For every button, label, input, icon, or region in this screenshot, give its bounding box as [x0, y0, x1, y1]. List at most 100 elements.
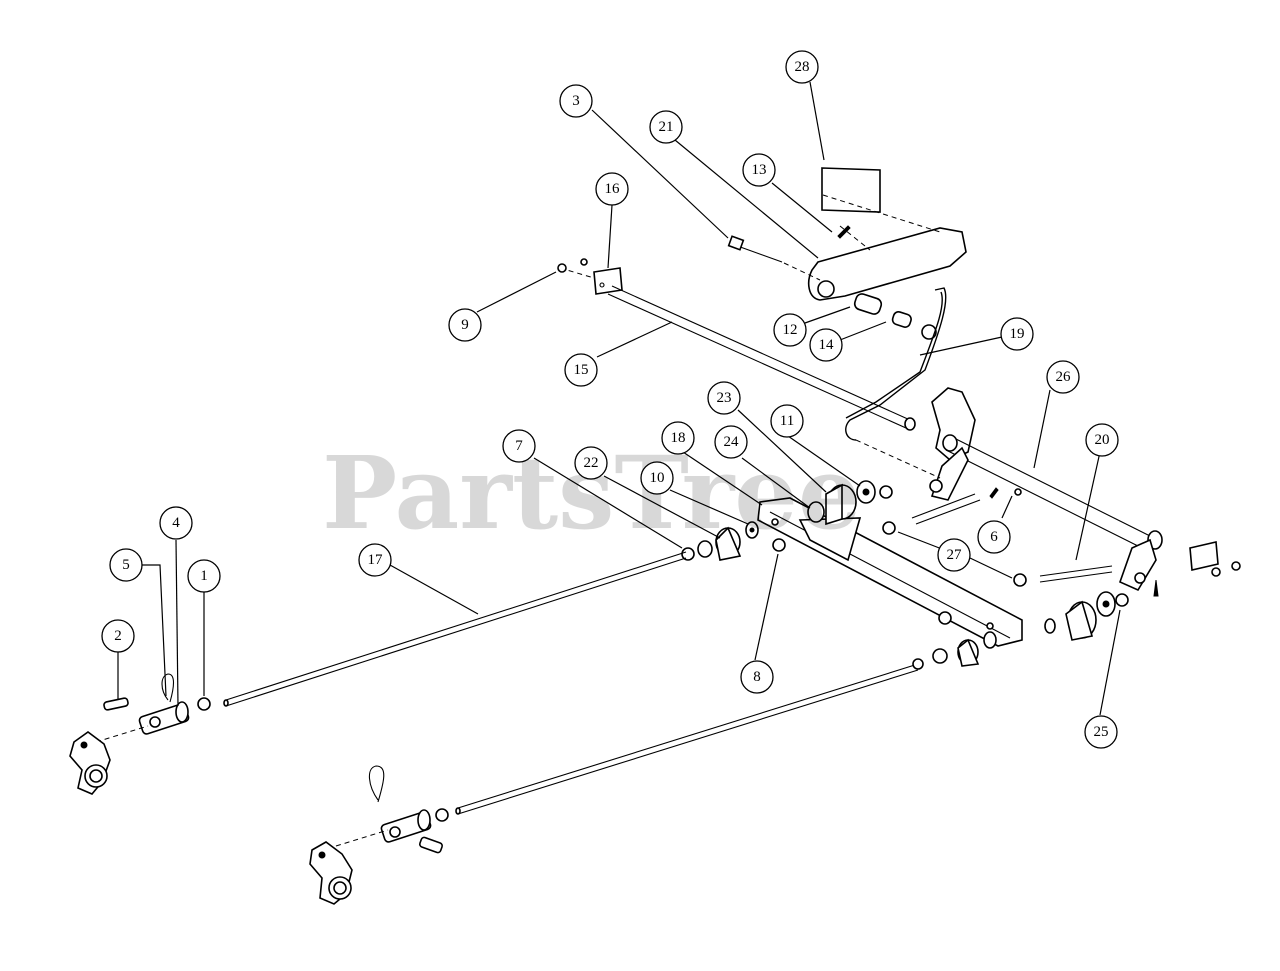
leader-20: [1075, 451, 1101, 561]
bushing-24: [807, 501, 825, 523]
nut-bar-18: [938, 611, 952, 625]
bracket-16-dash: [559, 267, 595, 279]
pin-6-edge: [915, 499, 981, 525]
nut-28: [1115, 593, 1129, 607]
callout-24: 24: [714, 425, 748, 459]
leader-26: [1033, 389, 1051, 469]
bracket-16: [593, 267, 623, 295]
clevis-dash-lower: [335, 829, 389, 847]
rod-17-top: [225, 551, 687, 701]
svg-text:10: 10: [650, 470, 665, 486]
arm-26-hole: [929, 479, 943, 493]
rod-20: [1039, 565, 1113, 577]
callout-9: 9: [448, 308, 482, 342]
svg-text:12: 12: [783, 322, 798, 338]
arm-20: [1118, 538, 1157, 592]
svg-text:24: 24: [724, 434, 740, 450]
nut-9: [557, 263, 567, 273]
shaft-26-end: [942, 434, 958, 452]
callout-15: 15: [564, 353, 598, 387]
leader-23: [737, 409, 827, 493]
hair-pin-lower: [368, 765, 385, 803]
svg-text:18: 18: [671, 430, 686, 446]
washer-lower: [983, 631, 997, 649]
pin-3-head: [727, 235, 745, 251]
bracket-right: [1189, 541, 1219, 571]
hub-lower-inner: [333, 881, 347, 895]
rod-15-bottom: [607, 293, 907, 429]
cotter-6: [989, 487, 999, 499]
pin-13-dash: [839, 225, 871, 251]
leader-21: [674, 139, 819, 259]
callout-11: 11: [770, 404, 804, 438]
leader-13: [771, 182, 833, 233]
nut-1: [197, 697, 211, 711]
leader-10: [669, 489, 749, 525]
clevis-pin-lower: [418, 836, 444, 854]
cotter-20: [1153, 579, 1159, 597]
callout-5: 5: [109, 548, 143, 582]
bolt-bracket-right: [1231, 561, 1241, 571]
clevis-dash-left: [95, 725, 149, 743]
svg-text:6: 6: [990, 529, 998, 545]
clevis-4-end: [175, 701, 189, 723]
leader-6: [1001, 495, 1013, 519]
svg-text:26: 26: [1056, 369, 1072, 385]
leader-17: [389, 564, 479, 615]
leader-lines: [117, 81, 1121, 716]
spacer-28: [1044, 618, 1056, 634]
leader-15: [596, 321, 673, 358]
svg-text:9: 9: [461, 317, 469, 333]
callout-21: 21: [649, 110, 683, 144]
leader-25: [809, 81, 825, 161]
rod-17-bottom: [225, 557, 687, 707]
callout-3: 3: [559, 84, 593, 118]
washer-10-hole: [749, 527, 755, 533]
callout-14: 14: [809, 328, 843, 362]
nut-lower-2: [932, 648, 948, 664]
svg-text:21: 21: [659, 119, 674, 135]
leader-14: [839, 321, 887, 341]
callout-17: 17: [358, 543, 392, 577]
nut-14: [921, 324, 937, 340]
clevis-lower-end: [417, 809, 431, 831]
leader-18: [682, 451, 763, 506]
bolt-16: [580, 258, 588, 266]
callout-27: 27: [937, 538, 971, 572]
rod-19: [845, 287, 947, 441]
svg-text:19: 19: [1010, 326, 1025, 342]
washer-11-hole: [862, 488, 870, 496]
svg-text:28: 28: [795, 59, 810, 75]
rod-19-edge: [845, 291, 943, 419]
nut-lower-left: [435, 808, 449, 822]
nut-bracket-right: [1211, 567, 1221, 577]
svg-text:27: 27: [947, 547, 963, 563]
svg-text:5: 5: [122, 557, 130, 573]
svg-text:1: 1: [200, 568, 208, 584]
svg-text:17: 17: [368, 552, 384, 568]
svg-text:15: 15: [574, 362, 589, 378]
rod-lower-bottom: [457, 669, 919, 815]
callout-7: 7: [502, 429, 536, 463]
callout-12: 12: [773, 313, 807, 347]
callout-2: 2: [101, 619, 135, 653]
svg-text:13: 13: [752, 162, 767, 178]
nut-11: [879, 485, 893, 499]
bushing-12: [853, 293, 883, 315]
leader-9: [476, 271, 557, 313]
nut-22: [697, 540, 713, 558]
pin-13: [837, 225, 851, 239]
shaft-26-top: [949, 435, 1159, 541]
bar-18-hole-2: [986, 622, 994, 630]
nut-7: [681, 547, 695, 561]
svg-text:4: 4: [172, 515, 180, 531]
svg-text:7: 7: [515, 438, 523, 454]
callout-8: 8: [740, 660, 774, 694]
arm-20-hole: [1134, 572, 1146, 584]
leader-11: [787, 435, 861, 487]
rod-17-end: [223, 699, 229, 707]
leader-12: [804, 306, 851, 324]
callout-25: 28: [785, 50, 819, 84]
bushing-22-body: [715, 526, 742, 561]
